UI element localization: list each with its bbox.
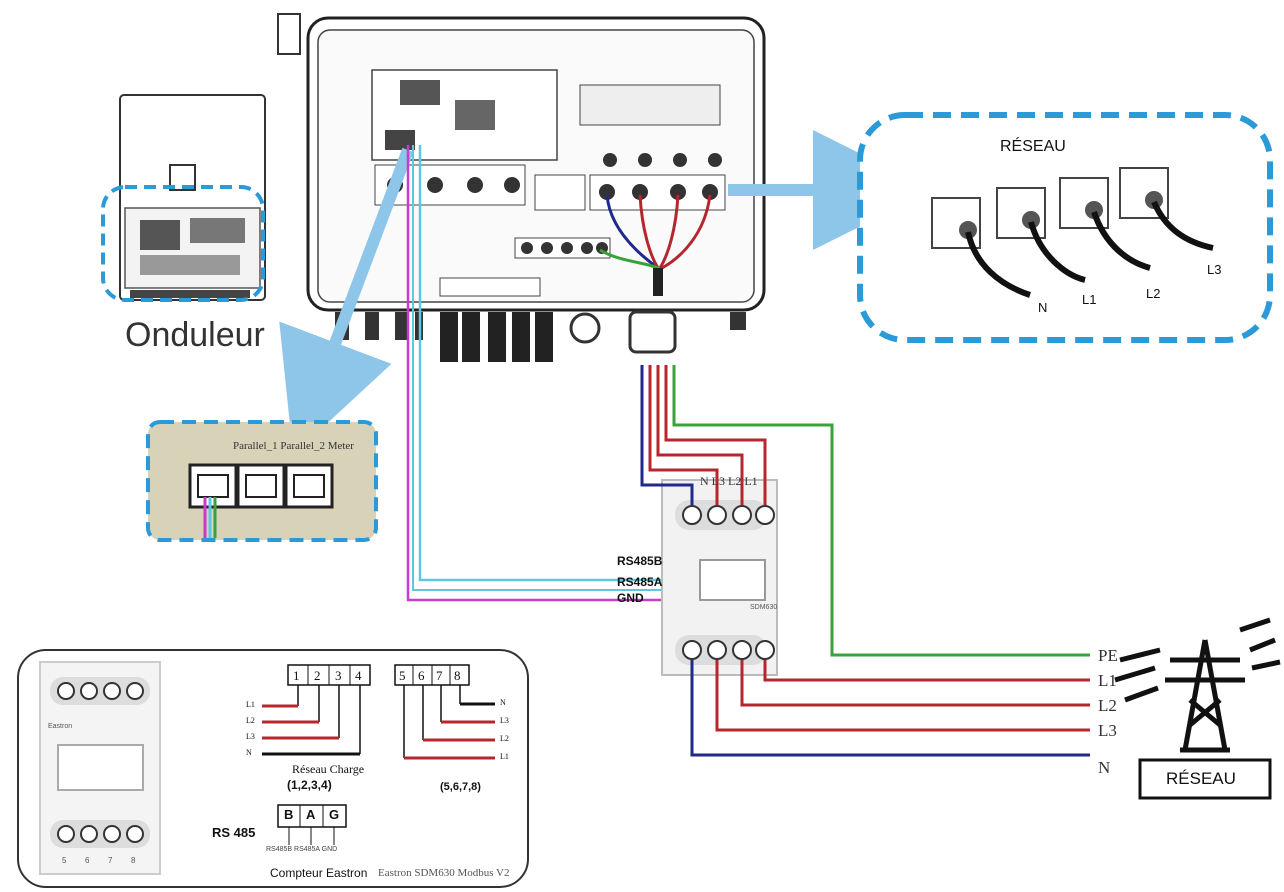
main-inverter [277,13,766,362]
legend-meter-pin-6: 6 [85,856,90,865]
legend-left-l2: L2 [246,716,255,725]
ports-label: Parallel_1 Parallel_2 Meter [233,440,354,452]
terminal-3: 3 [335,668,342,683]
terminal-7: 7 [436,668,443,683]
grid-line-l1: L1 [1098,671,1117,690]
bag-g: G [329,807,340,822]
group-left-label: (1,2,3,4) [287,778,332,792]
rs485-pins-label: RS485B RS485A GND [266,846,338,853]
grid-line-l2: L2 [1098,696,1117,715]
terminal-2: 2 [314,668,321,683]
legend-meter-pin-7: 7 [108,856,113,865]
legend-right-l3: L3 [500,716,509,725]
legend-left-l3: L3 [246,732,255,741]
legend-right-l2: L2 [500,734,509,743]
ct-label-n: N [1038,300,1048,315]
meter-id-label: SDM630 [750,604,778,611]
ct-box [857,112,1273,343]
gnd-label: GND [617,591,644,605]
legend-right-l1: L1 [500,752,509,761]
terminal-5: 5 [399,668,406,683]
pylon-icon [1114,617,1281,753]
ports-panel [146,420,378,542]
group-right-label: (5,6,7,8) [440,781,481,793]
inverter-label: Onduleur [125,316,265,354]
legend-meter-pin-5: 5 [62,856,67,865]
legend-left-l1: L1 [246,700,255,709]
rs485-label: RS 485 [212,825,256,840]
legend-left-n: N [246,748,252,757]
arrow-to-ports [279,147,414,455]
footer-model: Eastron SDM630 Modbus V2 [378,867,510,879]
legend-box [17,649,529,888]
terminal-8: 8 [454,668,461,683]
grid-top-label: RÉSEAU [1000,138,1066,155]
grid-line-pe: PE [1098,646,1118,665]
terminal-4: 4 [355,668,362,683]
bag-b: B [284,807,294,822]
ct-label-l2: L2 [1146,286,1161,301]
terminal-6: 6 [418,668,425,683]
ct-label-l3: L3 [1207,262,1222,277]
grid-label-box [1138,758,1272,800]
rs485a-label: RS485A [617,575,663,589]
legend-meter-brand: Eastron [48,723,73,730]
grid-tower-label: RÉSEAU [1166,769,1236,788]
legend-meter-pin-8: 8 [131,856,136,865]
rs485b-label: RS485B [617,554,663,568]
grid-line-l3: L3 [1098,721,1117,740]
reseau-charge-label: Réseau Charge [292,762,365,776]
footer-brand: Compteur Eastron [270,866,368,880]
meter-top-terminals: N L3 L2 L1 [700,474,758,488]
ct-label-l1: L1 [1082,292,1097,307]
legend-right-n: N [500,698,506,707]
bag-a: A [306,807,316,822]
small-inverter [101,94,266,302]
grid-line-n: N [1098,758,1111,777]
terminal-1: 1 [293,668,300,683]
energy-meter [661,479,778,676]
